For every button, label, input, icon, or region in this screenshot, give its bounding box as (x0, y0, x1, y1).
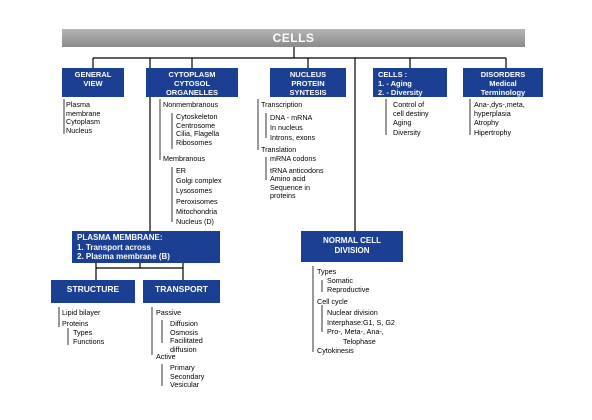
list-item: Facilitated (170, 336, 203, 345)
types-label: Types (317, 267, 337, 276)
active-list: Primary Secondary Vesicular (170, 363, 205, 390)
cells-title: CELLS (62, 29, 525, 47)
cytoplasm-header-line: ORGANELLES (165, 88, 219, 97)
list-item: Plasma (66, 100, 90, 109)
list-item: Interphase:G1, S, G2 (327, 317, 395, 327)
list-item: diffusion (170, 344, 197, 354)
translation-list: mRNA codons tRNA anticodons Amino acid S… (270, 154, 324, 201)
nonmembranous-label: Nonmembranous (163, 100, 219, 109)
normal-cell-division-header-line: DIVISION (334, 246, 370, 255)
list-item: Lysosomes (176, 186, 213, 196)
list-item: Ana-,dys-,meta, (474, 100, 525, 109)
list-item: tRNA anticodons (270, 165, 324, 175)
cells-aging-header-line: 1. - Aging (378, 79, 412, 88)
list-item: Vesicular (170, 380, 200, 389)
structure-box: STRUCTURE (51, 280, 135, 303)
list-item: Cytoskeleton (176, 112, 218, 121)
cells-aging-header-line: CELLS : (378, 70, 408, 79)
membranous-label: Membranous (163, 154, 205, 163)
normal-cell-division-header-line: NORMAL CELL (322, 236, 382, 245)
list-item: proteins (270, 191, 296, 200)
membranous-list: ER Golgi complex Lysosomes Peroxisomes M… (176, 166, 222, 227)
list-item: Control of (393, 100, 425, 109)
list-item: Reproductive (327, 284, 370, 294)
list-item: Pro-, Meta-, Ana-, (327, 327, 384, 336)
list-item: Introns, exons (270, 133, 316, 142)
plasma-membrane-header-line: 1. Transport across (77, 242, 151, 252)
cytoplasm-header-line: CYTOPLASM (168, 70, 216, 79)
transport-box: TRANSPORT (143, 280, 220, 303)
disorders-list: Ana-,dys-,meta, hyperplasia Atrophy Hipe… (474, 100, 525, 137)
list-item: Somatic (327, 276, 353, 285)
transcription-list: DNA - mRNA In nucleus Introns, exons (270, 113, 315, 143)
list-item: Golgi complex (176, 176, 222, 186)
list-item: Sequence in (270, 182, 310, 192)
passive-label: Passive (156, 308, 182, 317)
list-item: Cilia, Flagella (176, 129, 220, 138)
general-view-list: Plasma membrane Cytoplasm Nucleus (66, 100, 101, 135)
nucleus-header-line: NUCLEUS (289, 70, 327, 79)
list-item: Cytoplasm (66, 117, 100, 126)
list-item: hyperplasia (474, 108, 511, 118)
cytoplasm-header-line: CYTOSOL (173, 79, 211, 88)
general-view-header-line: VIEW (83, 79, 103, 88)
list-item: Telophase (343, 336, 376, 346)
list-item: Hipertrophy (474, 127, 512, 137)
normal-cell-division-box: NORMAL CELL DIVISION (301, 231, 403, 262)
nucleus-header-line: SYNTESIS (289, 88, 327, 97)
lipid-bilayer: Lipid bilayer (62, 308, 101, 317)
list-item: mRNA codons (270, 154, 316, 163)
list-item: Types (73, 328, 93, 337)
disorders-header-line: Medical (489, 79, 517, 88)
plasma-membrane-box: PLASMA MEMBRANE: 1. Transport across 2. … (72, 231, 220, 263)
proteins-label: Proteins (62, 319, 89, 328)
general-view-header-line: GENERAL (74, 70, 112, 79)
cytoplasm-box: CYTOPLASM CYTOSOL ORGANELLES (146, 68, 238, 97)
list-item: Ribosomes (176, 137, 212, 147)
list-item: Nucleus (66, 125, 92, 135)
translation-label: Translation (261, 145, 297, 154)
list-item: cell destiny (393, 108, 429, 118)
list-item: Functions (73, 336, 105, 346)
disorders-box: DISORDERS Medical Terminology (463, 68, 543, 97)
cell-cycle-label: Cell cycle (317, 297, 348, 306)
list-item: ER (176, 166, 186, 175)
list-item: Primary (170, 363, 195, 372)
plasma-membrane-header-line: 2. Plasma membrane (B) (77, 252, 170, 261)
list-item: Aging (393, 118, 412, 127)
passive-list: Diffusion Osmosis Facilitated diffusion (170, 319, 203, 354)
list-item: Centrosome (176, 120, 216, 130)
nonmembranous-list: Cytoskeleton Centrosome Cilia, Flagella … (176, 112, 220, 147)
list-item: Diffusion (170, 319, 198, 328)
list-item: Amino acid (270, 174, 306, 183)
nucleus-box: NUCLEUS PROTEIN SYNTESIS (270, 68, 346, 97)
cells-aging-list: Control of cell destiny Aging Diversity (393, 100, 429, 137)
types-list: Somatic Reproductive (327, 276, 370, 294)
list-item: Osmosis (170, 327, 198, 337)
disorders-header-line: DISORDERS (480, 70, 526, 79)
cells-aging-box: CELLS : 1. - Aging 2. - Diversity (373, 68, 447, 97)
list-item: Diversity (393, 127, 421, 137)
list-item: Atrophy (474, 118, 499, 127)
list-item: Mitochondria (176, 206, 218, 216)
plasma-membrane-header-line: PLASMA MEMBRANE: (77, 233, 163, 242)
transcription-label: Transcription (261, 100, 303, 109)
proteins-list: Types Functions (73, 328, 105, 346)
list-item: Nuclear division (327, 308, 378, 317)
list-item: Nucleus (D) (176, 217, 214, 227)
list-item: membrane (66, 108, 101, 118)
cells-aging-header-line: 2. - Diversity (378, 88, 423, 97)
list-item: Secondary (170, 371, 205, 381)
cytokinesis-label: Cytokinesis (317, 346, 354, 355)
nucleus-header-line: PROTEIN (291, 79, 325, 88)
general-view-box: GENERAL VIEW (62, 68, 124, 97)
cell-cycle-list: Nuclear division Interphase:G1, S, G2 Pr… (327, 308, 395, 346)
disorders-header-line: Terminology (480, 88, 526, 97)
list-item: In nucleus (270, 123, 303, 132)
active-label: Active (156, 352, 176, 361)
list-item: Peroxisomes (176, 196, 218, 206)
list-item: DNA - mRNA (270, 113, 313, 122)
